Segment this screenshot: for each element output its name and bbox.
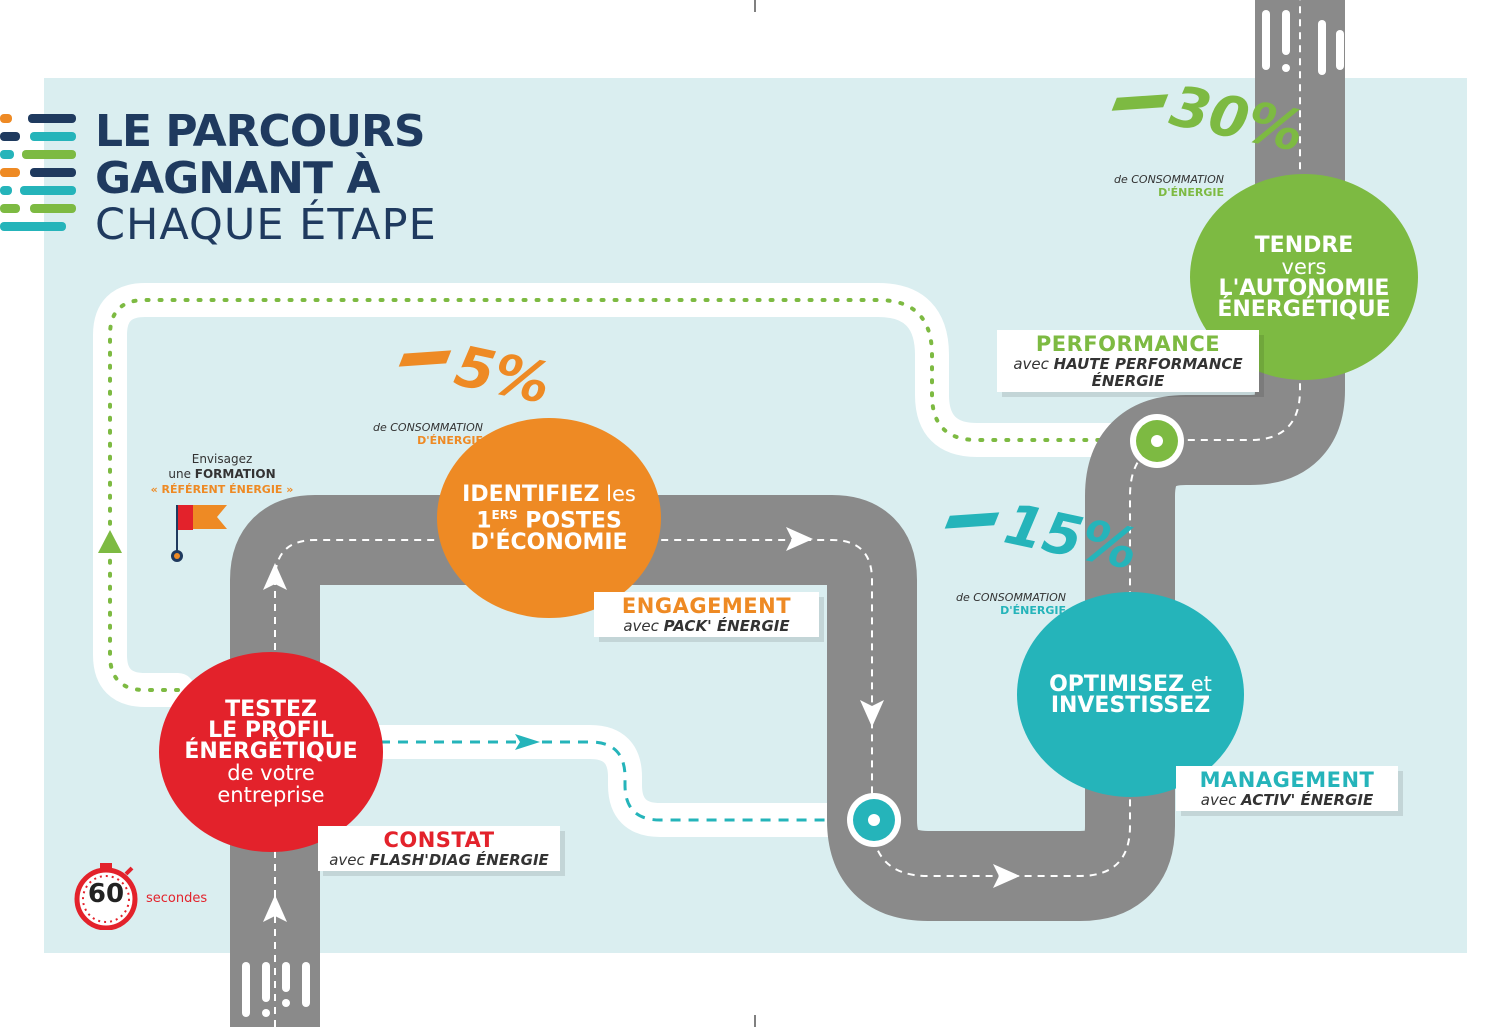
circle-text: TENDRE bbox=[1254, 232, 1354, 258]
circle-text: de votre bbox=[227, 760, 315, 785]
circle-text: OPTIMISEZ bbox=[1049, 672, 1185, 697]
label-heading: CONSTAT bbox=[383, 828, 495, 852]
title-line-1: LE PARCOURS bbox=[95, 106, 426, 157]
formation-note: Envisagez une FORMATION « RÉFÉRENT ÉNERG… bbox=[132, 452, 312, 497]
formation-text: une bbox=[168, 467, 195, 481]
circle-text: POSTES bbox=[517, 508, 622, 534]
label-sub-name: FLASH'DIAG ÉNERGIE bbox=[369, 851, 549, 869]
step-circle-optimisez: OPTIMISEZ et INVESTISSEZ bbox=[1017, 592, 1244, 797]
circle-text: vers bbox=[1281, 254, 1327, 279]
conso-energy: D'ÉNERGIE bbox=[1158, 186, 1224, 199]
title-line-3: CHAQUE ÉTAPE bbox=[95, 200, 437, 250]
page-title: LE PARCOURS GAGNANT À CHAQUE ÉTAPE bbox=[95, 108, 437, 249]
conso-text: de bbox=[372, 421, 391, 434]
label-sub: avec bbox=[1200, 791, 1242, 809]
conso-text: de bbox=[1113, 173, 1132, 186]
green-waypoint-icon bbox=[1130, 414, 1184, 468]
green-arrow-icon bbox=[98, 530, 122, 553]
circle-text: L'AUTONOMIE bbox=[1218, 275, 1390, 301]
label-sub-name: PACK' ÉNERGIE bbox=[663, 617, 790, 635]
label-engagement: ENGAGEMENT avec PACK' ÉNERGIE bbox=[594, 592, 819, 637]
road-arrow-icon bbox=[263, 895, 287, 922]
conso-text: CONSOMMATION bbox=[390, 421, 483, 434]
circle-text: INVESTISSEZ bbox=[1050, 693, 1211, 718]
label-management: MANAGEMENT avec ACTIV' ÉNERGIE bbox=[1176, 766, 1398, 811]
label-sub-name: ÉNERGIE bbox=[1091, 372, 1165, 390]
conso-text: CONSOMMATION bbox=[1131, 173, 1224, 186]
step-circle-identifiez: IDENTIFIEZ les 1ERS POSTES D'ÉCONOMIE bbox=[437, 418, 661, 618]
label-sub-name: ACTIV' ÉNERGIE bbox=[1241, 791, 1374, 809]
teal-arrow-icon bbox=[515, 734, 540, 750]
circle-text: entreprise bbox=[217, 782, 325, 807]
timer-value: 60 bbox=[87, 879, 125, 909]
label-constat: CONSTAT avec FLASH'DIAG ÉNERGIE bbox=[318, 826, 560, 871]
step-circle-testez: TESTEZ LE PROFIL ÉNERGÉTIQUE de votre en… bbox=[159, 652, 383, 852]
conso-energy: D'ÉNERGIE bbox=[417, 434, 483, 447]
road-arrow-icon bbox=[860, 700, 884, 727]
conso-energy: D'ÉNERGIE bbox=[1000, 604, 1066, 617]
circle-text: ÉNERGÉTIQUE bbox=[1217, 296, 1391, 322]
road-start-markings bbox=[242, 962, 310, 1017]
road-arrow-icon bbox=[786, 527, 813, 551]
label-sub: avec bbox=[623, 617, 664, 635]
flag-icon bbox=[171, 505, 227, 562]
circle-text: LE PROFIL bbox=[208, 717, 334, 743]
label-heading: MANAGEMENT bbox=[1199, 768, 1375, 792]
circle-text: et bbox=[1184, 672, 1212, 696]
circle-text: ERS bbox=[491, 508, 518, 523]
circle-text: TESTEZ bbox=[225, 696, 317, 722]
green-dotted-path bbox=[93, 283, 1177, 707]
label-sub-name: HAUTE PERFORMANCE bbox=[1053, 355, 1243, 373]
formation-text: « RÉFÉRENT ÉNERGIE » bbox=[150, 483, 294, 496]
label-sub: avec bbox=[329, 851, 370, 869]
road-arrow-icon bbox=[263, 563, 287, 590]
circle-text: 1 bbox=[476, 508, 492, 534]
formation-text: Envisagez bbox=[191, 452, 253, 466]
stripes-logo-icon bbox=[0, 114, 76, 231]
label-heading: PERFORMANCE bbox=[1035, 332, 1221, 356]
circle-text: IDENTIFIEZ bbox=[462, 482, 600, 508]
label-sub: avec bbox=[1013, 355, 1054, 373]
conso-label: de CONSOMMATION D'ÉNERGIE bbox=[355, 421, 483, 447]
teal-waypoint-icon bbox=[847, 793, 901, 847]
circle-text: les bbox=[599, 482, 636, 507]
conso-text: CONSOMMATION bbox=[973, 591, 1066, 604]
circle-text: ÉNERGÉTIQUE bbox=[184, 738, 358, 764]
conso-label: de CONSOMMATION D'ÉNERGIE bbox=[938, 591, 1066, 617]
conso-label: de CONSOMMATION D'ÉNERGIE bbox=[1096, 173, 1224, 199]
formation-text: FORMATION bbox=[194, 467, 276, 481]
road-arrow-icon bbox=[993, 864, 1020, 888]
conso-text: de bbox=[955, 591, 974, 604]
label-heading: ENGAGEMENT bbox=[621, 594, 792, 618]
title-line-2: GAGNANT À bbox=[95, 153, 380, 204]
timer-unit: secondes bbox=[146, 891, 208, 906]
circle-text: D'ÉCONOMIE bbox=[470, 529, 628, 555]
road-end-markings bbox=[1262, 10, 1344, 75]
stopwatch-icon bbox=[74, 863, 138, 930]
